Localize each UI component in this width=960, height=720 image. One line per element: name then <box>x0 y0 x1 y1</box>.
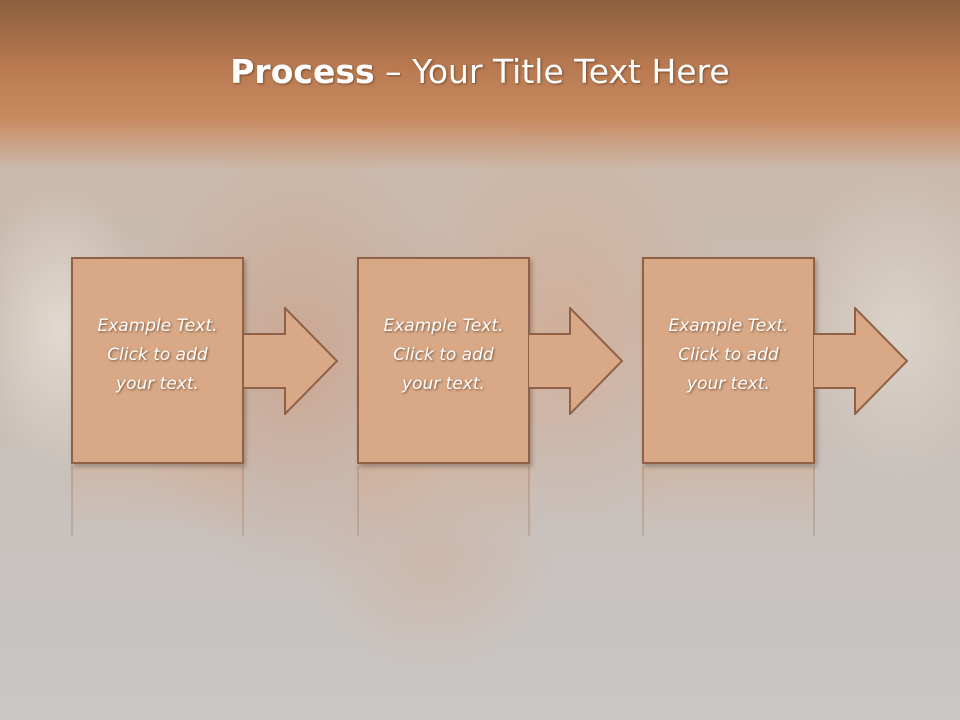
step-3-reflection <box>642 466 815 536</box>
step-1-line3: your text. <box>116 374 199 394</box>
arrow-right-icon <box>528 307 624 415</box>
step-2-text: Example Text. Click to add your text. <box>369 312 519 399</box>
title-band <box>0 0 960 170</box>
step-3-line1: Example Text. <box>668 316 789 336</box>
slide-title[interactable]: Process – Your Title Text Here <box>0 52 960 91</box>
step-2-box[interactable]: Example Text. Click to add your text. <box>357 257 530 464</box>
step-3-line3: your text. <box>687 374 770 394</box>
step-1-box[interactable]: Example Text. Click to add your text. <box>71 257 244 464</box>
arrow-right-icon <box>243 307 339 415</box>
title-bold: Process <box>230 52 375 91</box>
step-2-reflection <box>357 466 530 536</box>
step-1-line1: Example Text. <box>97 316 218 336</box>
step-2-line3: your text. <box>402 374 485 394</box>
step-3-text: Example Text. Click to add your text. <box>654 312 804 399</box>
title-rest: – Your Title Text Here <box>374 52 730 91</box>
step-3-box[interactable]: Example Text. Click to add your text. <box>642 257 815 464</box>
step-1-text: Example Text. Click to add your text. <box>83 312 233 399</box>
step-1-line2: Click to add <box>107 345 208 365</box>
step-2-line2: Click to add <box>393 345 494 365</box>
step-3-line2: Click to add <box>678 345 779 365</box>
step-1-reflection <box>71 466 244 536</box>
arrow-right-icon <box>813 307 909 415</box>
step-2-line1: Example Text. <box>383 316 504 336</box>
